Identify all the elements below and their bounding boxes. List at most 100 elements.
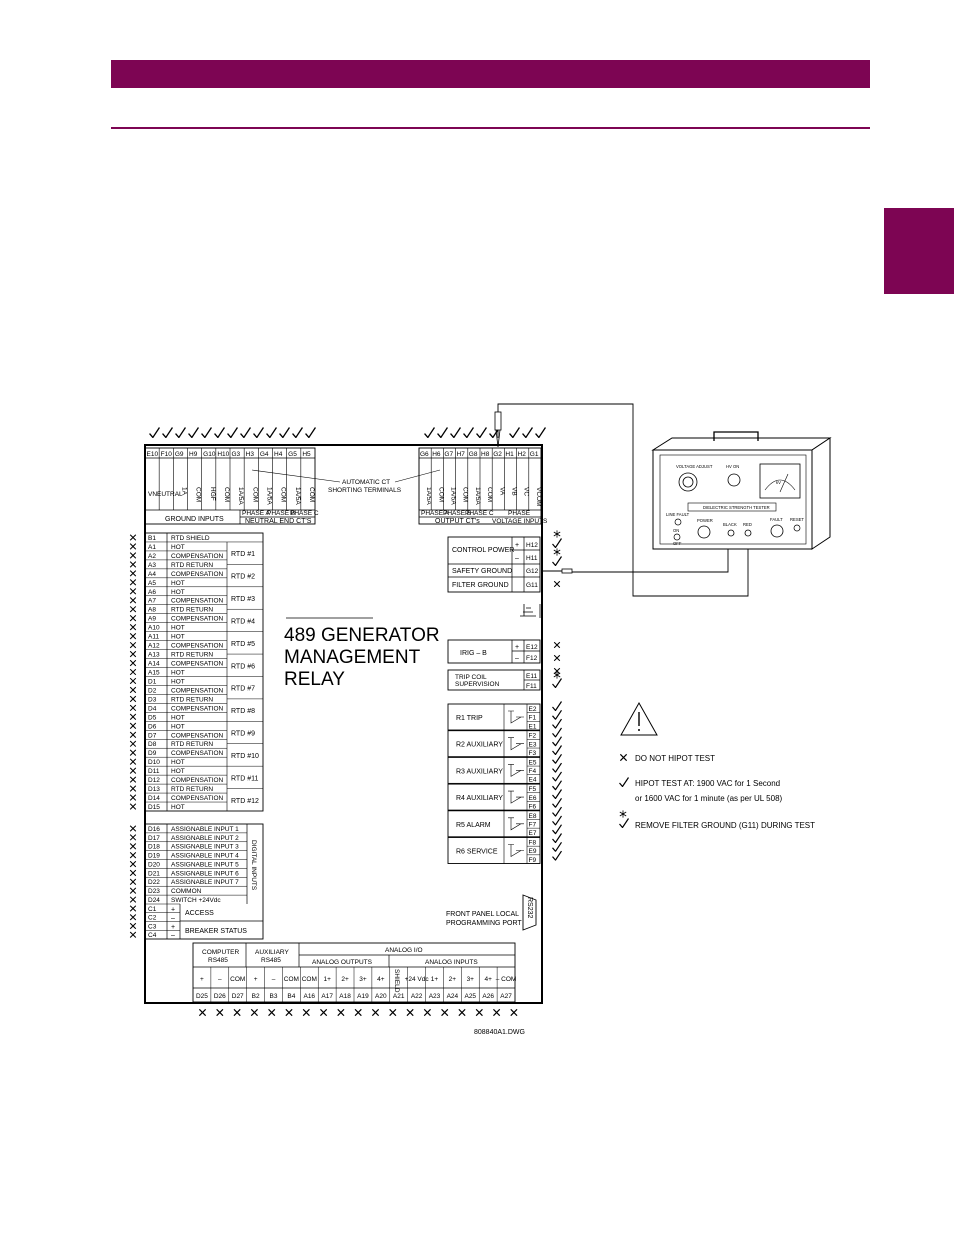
check-mark-icon — [201, 427, 212, 438]
x-mark-icon — [129, 713, 137, 721]
test-probe-icon — [494, 411, 502, 448]
terminal-label: H9 — [189, 451, 198, 458]
terminal-label: A14 — [148, 661, 160, 668]
terminal-label: F7 — [529, 821, 537, 828]
x-mark-icon — [553, 580, 561, 588]
terminal-label: H2 — [518, 451, 527, 458]
function-label: – — [272, 976, 276, 983]
function-label: 1+ — [431, 976, 439, 983]
rtd-row-label: COMPENSATION — [171, 732, 224, 739]
x-mark-icon — [129, 825, 137, 832]
access-label: ACCESS — [185, 910, 214, 917]
asterisk-icon — [553, 548, 561, 556]
rtd-row-label: COMPENSATION — [171, 687, 224, 694]
rtd-row-label: HOT — [171, 634, 185, 641]
x-mark-icon — [129, 650, 137, 658]
x-mark-icon — [129, 834, 137, 841]
rtd-row-label: COMPENSATION — [171, 598, 224, 605]
digital-row-label: ASSIGNABLE INPUT 5 — [171, 861, 239, 868]
x-mark-icon — [129, 552, 137, 559]
power-ground-block: CONTROL POWER +– H12 H11 SAFETY GROUND G… — [447, 536, 541, 593]
x-mark-icon — [302, 1008, 311, 1017]
x-mark-icon — [129, 731, 137, 739]
terminal-label: E9 — [529, 848, 537, 855]
terminal-label: C4 — [148, 932, 157, 939]
out-phase-b-label: PHASE B — [443, 510, 471, 517]
terminal-label: H4 — [274, 451, 283, 458]
asterisk-icon — [553, 671, 561, 679]
digital-row-label: ASSIGNABLE INPUT 1 — [171, 826, 239, 833]
check-mark-icon — [437, 427, 448, 438]
terminal-label: F8 — [529, 840, 537, 847]
e11-terminal: E11 — [526, 673, 537, 680]
check-mark-icon — [279, 427, 290, 438]
check-mark-icon — [552, 753, 562, 764]
legend-do-not-hipot: DO NOT HIPOT TEST — [635, 754, 715, 763]
x-mark-icon — [129, 659, 137, 667]
terminal-label: D8 — [148, 741, 157, 748]
irig-b-block: IRIG – B +– E12 F12 — [447, 639, 541, 664]
x-mark-icon — [250, 1008, 259, 1017]
terminal-label: A17 — [321, 993, 333, 1000]
terminal-label: H3 — [246, 451, 255, 458]
check-mark-icon — [552, 556, 562, 566]
x-mark-icon — [475, 1008, 484, 1017]
rtd-x-marks — [129, 534, 137, 810]
function-label: 1A/5A — [294, 487, 301, 505]
x-mark-icon — [129, 632, 137, 640]
rtd-group-label: RTD #6 — [231, 663, 255, 670]
drawing-number: 808840A1.DWG — [474, 1029, 525, 1036]
check-mark-icon — [162, 427, 173, 438]
function-label: COM — [284, 976, 299, 983]
x-mark-icon — [129, 668, 137, 676]
rtd-group-label: RTD #4 — [231, 618, 255, 625]
function-label: COM — [230, 976, 245, 983]
rtd-row-label: COMPENSATION — [171, 571, 224, 578]
function-label: + — [200, 976, 204, 983]
terminal-label: A26 — [482, 993, 494, 1000]
terminal-label: A7 — [148, 598, 156, 605]
x-mark-icon — [458, 1008, 466, 1017]
terminal-label: D27 — [232, 993, 244, 1000]
legend-hipot-1: HIPOT TEST AT: 1900 VAC for 1 Second — [635, 779, 780, 788]
x-mark-icon — [129, 931, 137, 939]
terminal-label: D26 — [214, 993, 226, 1000]
x-mark-icon — [129, 767, 137, 774]
x-mark-icon — [510, 1008, 518, 1017]
function-label: – — [218, 976, 222, 983]
check-mark-icon — [509, 427, 520, 438]
terminal-label: H5 — [302, 451, 311, 458]
relay-label: R3 AUXILIARY — [456, 768, 503, 775]
rtd-row-label: RTD RETURN — [171, 562, 213, 569]
check-mark-icon — [552, 727, 562, 738]
relay-label: R6 SERVICE — [456, 849, 498, 856]
legend-hipot-2: or 1600 VAC for 1 minute (as per UL 508) — [635, 794, 783, 803]
rtd-group-label: RTD #3 — [231, 596, 255, 603]
x-mark-icon — [129, 842, 137, 850]
check-mark-icon — [552, 850, 562, 861]
check-mark-icon — [552, 762, 562, 773]
header-bar — [111, 60, 870, 88]
rtd-row-label: HOT — [171, 544, 185, 551]
x-mark-icon — [319, 1008, 328, 1017]
check-mark-icon — [188, 427, 199, 438]
check-mark-icon — [552, 815, 562, 826]
terminal-label: D9 — [148, 750, 157, 757]
computer-label: COMPUTER — [202, 949, 240, 956]
function-label: COM — [437, 487, 444, 502]
x-mark-icon — [129, 785, 137, 792]
terminal-label: E10 — [147, 451, 159, 458]
svg-text:–: – — [515, 555, 519, 562]
x-mark-icon — [233, 1008, 241, 1017]
off-label: OFF — [673, 541, 682, 546]
terminal-label: E4 — [529, 777, 537, 784]
g12-terminal: G12 — [526, 568, 539, 575]
top-check-row — [149, 427, 546, 438]
function-label: + — [254, 976, 258, 983]
rtd-row-label: COMPENSATION — [171, 616, 224, 623]
rtd-group-label: RTD #10 — [231, 753, 259, 760]
terminal-label: H1 — [505, 451, 514, 458]
check-mark-icon — [552, 780, 562, 791]
x-mark-icon — [129, 587, 137, 595]
